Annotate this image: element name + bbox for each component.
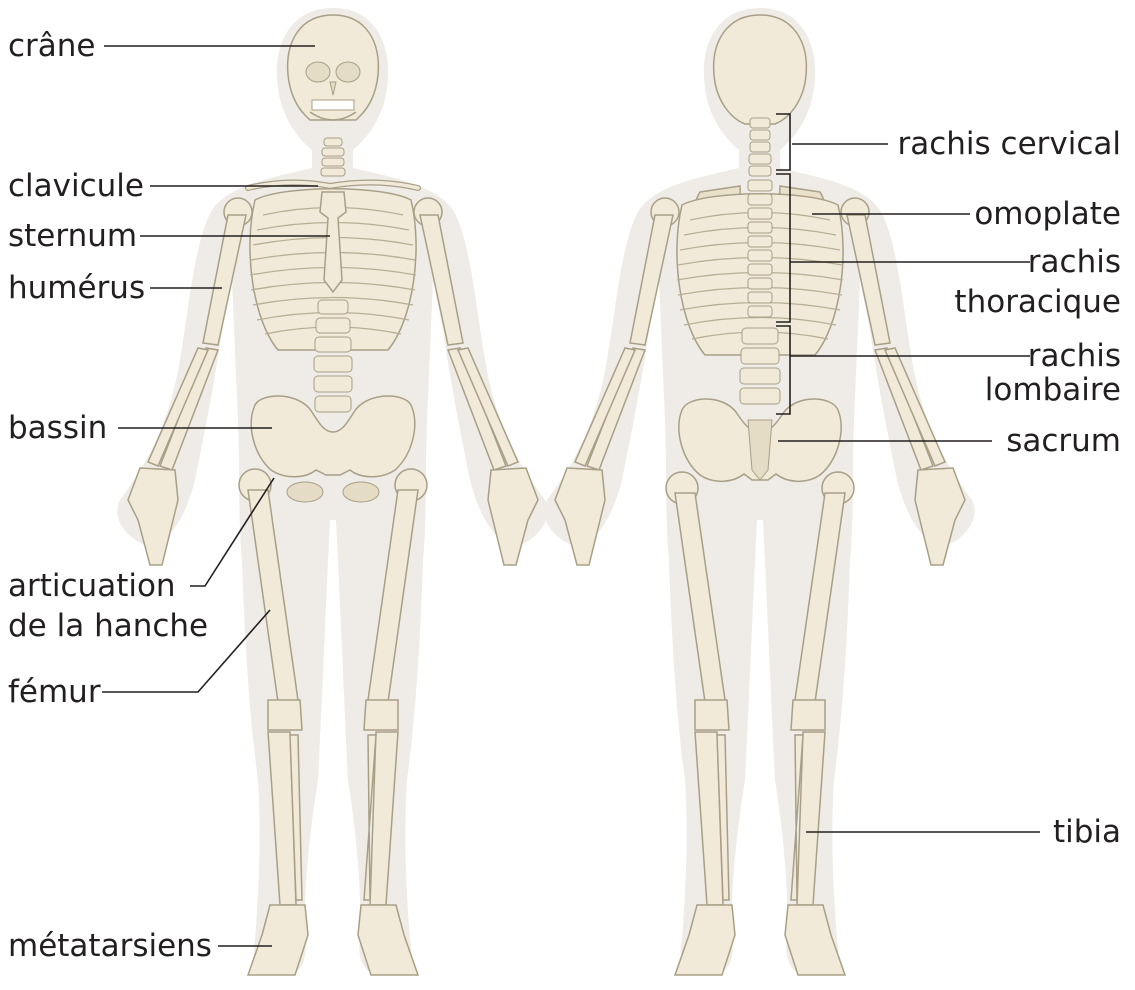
front-skeleton (117, 8, 547, 975)
label-bassin: bassin (8, 410, 107, 446)
back-skull (714, 15, 807, 124)
label-rachis-cervical: rachis cervical (897, 126, 1121, 162)
label-hanche-line2: de la hanche (8, 608, 208, 644)
front-skull (288, 15, 379, 120)
label-hanche-line1: articuation (8, 568, 176, 604)
label-omoplate: omoplate (974, 196, 1121, 232)
label-metatarsiens: métatarsiens (8, 928, 212, 964)
label-rachis-lombaire-line1: rachis (1028, 338, 1121, 374)
label-femur: fémur (8, 674, 101, 710)
label-crane: crâne (8, 28, 96, 64)
label-rachis-lombaire-line2: lombaire (985, 372, 1121, 408)
label-humerus: humérus (8, 270, 145, 306)
label-rachis-thoracique-line2: thoracique (954, 284, 1121, 320)
label-rachis-thoracique-line1: rachis (1028, 244, 1121, 280)
label-sternum: sternum (8, 218, 137, 254)
label-clavicule: clavicule (8, 168, 144, 204)
label-sacrum: sacrum (1006, 423, 1121, 459)
label-tibia: tibia (1053, 814, 1121, 850)
